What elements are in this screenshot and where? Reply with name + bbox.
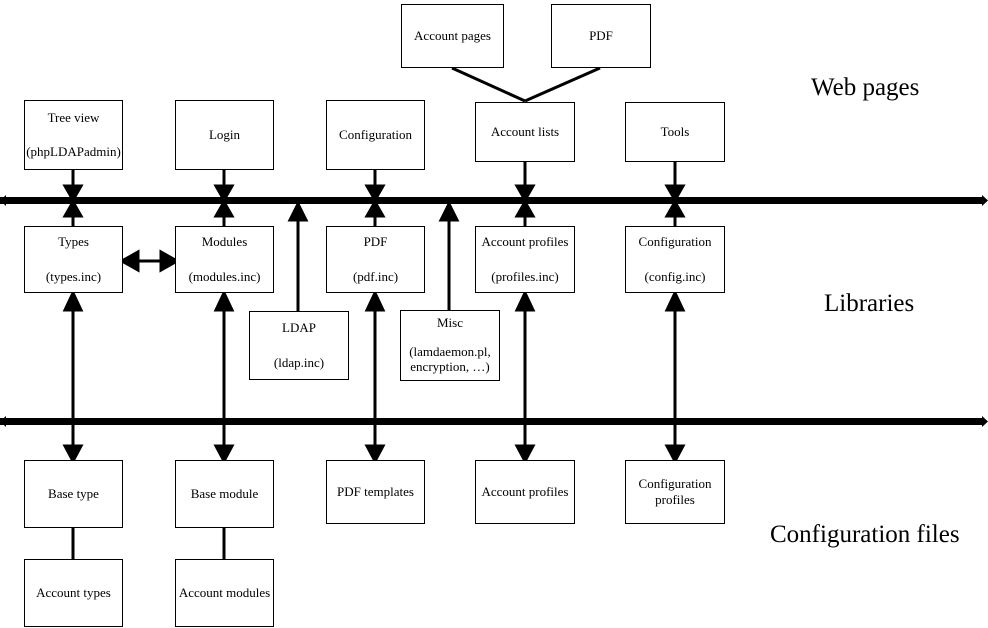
bus-bar-web-libraries-left-tip: [0, 195, 6, 206]
bus-bar-libraries-config-left-tip: [0, 416, 6, 427]
node-account-profiles-file-label: Account profiles: [481, 483, 569, 499]
node-tree-view-label: Tree view: [47, 109, 100, 125]
bus-bar-libraries-config: [0, 418, 982, 425]
line-pdf-to-account-lists: [524, 66, 601, 103]
arrowhead-modules-from-config: [213, 289, 235, 312]
bus-bar-web-libraries: [0, 197, 982, 204]
arrowhead-base-type-down: [62, 444, 84, 465]
node-tools[interactable]: Tools: [625, 102, 725, 162]
node-account-profiles-library[interactable]: Account profiles (profiles.inc): [475, 226, 575, 293]
node-pdf-templates-label: PDF templates: [337, 483, 414, 499]
node-login-label: Login: [208, 126, 241, 142]
arrowhead-types-from-config: [62, 289, 84, 312]
arrowhead-modules-up: [213, 198, 235, 218]
line-account-pages-to-account-lists: [451, 66, 526, 103]
bus-bars: [0, 195, 988, 427]
bottombus-to-library-arrows: [62, 289, 686, 418]
node-ldap-sublabel: (ldap.inc): [273, 354, 325, 370]
node-tree-view[interactable]: Tree view (phpLDAPadmin): [24, 100, 123, 170]
node-account-profiles-library-label: Account profiles: [481, 234, 569, 250]
band-label-configuration-files: Configuration files: [770, 521, 960, 548]
arrowhead-configuration-profiles-down: [664, 444, 686, 465]
converging-lines: [451, 66, 601, 103]
node-login[interactable]: Login: [175, 100, 274, 170]
node-account-profiles-file[interactable]: Account profiles: [475, 460, 575, 524]
node-account-pages-label: Account pages: [414, 27, 491, 43]
arrowhead-configuration-down: [364, 184, 386, 204]
node-account-lists[interactable]: Account lists: [475, 102, 575, 162]
band-label-libraries: Libraries: [824, 290, 915, 317]
arrowhead-pdf-templates-down: [364, 444, 386, 465]
arrowhead-ldap-up: [287, 200, 309, 222]
arrowhead-pdf-lib-from-config: [364, 289, 386, 312]
node-configuration-page[interactable]: Configuration: [326, 100, 425, 170]
node-pdf-page-label: PDF: [589, 27, 613, 43]
node-modules-label: Modules: [201, 234, 248, 250]
library-to-bus-arrows: [62, 198, 686, 226]
node-base-module[interactable]: Base module: [175, 460, 274, 528]
node-ldap-label: LDAP: [282, 320, 316, 336]
node-pdf-library[interactable]: PDF (pdf.inc): [326, 226, 425, 293]
arrowhead-login-down: [213, 184, 235, 204]
node-configuration-library-label: Configuration: [638, 234, 712, 250]
ldap-misc-to-bus-arrows: [287, 200, 460, 311]
node-pdf-library-sublabel: (pdf.inc): [352, 268, 399, 284]
bus-bar-web-libraries-right-tip: [982, 195, 988, 206]
node-account-modules[interactable]: Account modules: [175, 559, 274, 627]
node-pdf-templates[interactable]: PDF templates: [326, 460, 425, 524]
arrowhead-configuration-lib-up: [664, 198, 686, 218]
node-types[interactable]: Types (types.inc): [24, 226, 123, 293]
arrowhead-toward-types: [118, 249, 140, 273]
node-modules[interactable]: Modules (modules.inc): [175, 226, 274, 293]
types-modules-bidirectional-arrow: [118, 249, 181, 273]
bus-bar-libraries-config-right-tip: [982, 416, 988, 427]
arrowhead-configuration-from-config: [664, 289, 686, 312]
node-misc[interactable]: Misc (lamdaemon.pl, encryption, …): [400, 310, 500, 381]
node-account-types-label: Account types: [36, 584, 111, 600]
node-tree-view-sublabel: (phpLDAPadmin): [26, 144, 121, 159]
node-configuration-page-label: Configuration: [339, 126, 412, 142]
band-label-web-pages: Web pages: [811, 74, 920, 101]
node-types-label: Types: [58, 234, 89, 250]
bottombus-to-configfile-arrows: [62, 424, 686, 465]
arrowhead-base-module-down: [213, 444, 235, 465]
node-pdf-page[interactable]: PDF: [551, 4, 651, 68]
arrowhead-types-up: [62, 198, 84, 218]
node-configuration-library[interactable]: Configuration (config.inc): [625, 226, 725, 293]
node-ldap[interactable]: LDAP (ldap.inc): [249, 311, 349, 380]
node-account-modules-label: Account modules: [178, 584, 271, 600]
node-account-lists-label: Account lists: [490, 123, 560, 139]
node-tools-label: Tools: [660, 123, 690, 139]
arrowhead-tree-view-down: [62, 184, 84, 204]
arrowhead-account-profiles-lib-up: [514, 198, 536, 218]
arrowhead-misc-up: [438, 200, 460, 222]
base-to-account-lines: [71, 528, 226, 559]
node-modules-sublabel: (modules.inc): [188, 268, 261, 284]
arrowhead-account-profiles-file-down: [514, 444, 536, 465]
node-pdf-library-label: PDF: [363, 234, 388, 250]
node-account-profiles-library-sublabel: (profiles.inc): [491, 268, 559, 284]
node-base-type-label: Base type: [48, 485, 99, 501]
webpage-to-bus-arrows: [62, 162, 686, 204]
node-base-module-label: Base module: [190, 485, 259, 501]
arrowhead-pdf-lib-up: [364, 198, 386, 218]
arrowhead-account-lists-down: [514, 184, 536, 204]
node-configuration-library-sublabel: (config.inc): [644, 268, 706, 284]
arrowhead-tools-down: [664, 184, 686, 204]
node-configuration-profiles[interactable]: Configuration profiles: [625, 460, 725, 524]
arrowhead-toward-modules: [159, 249, 181, 273]
node-types-sublabel: (types.inc): [45, 268, 102, 284]
node-account-types[interactable]: Account types: [24, 559, 123, 627]
node-configuration-profiles-label: Configuration profiles: [638, 475, 712, 507]
node-base-type[interactable]: Base type: [24, 460, 123, 528]
arrowhead-account-profiles-from-config: [514, 289, 536, 312]
node-account-pages[interactable]: Account pages: [401, 4, 504, 68]
node-misc-sublabel: (lamdaemon.pl, encryption, …): [409, 344, 491, 375]
node-misc-label: Misc: [437, 315, 463, 330]
